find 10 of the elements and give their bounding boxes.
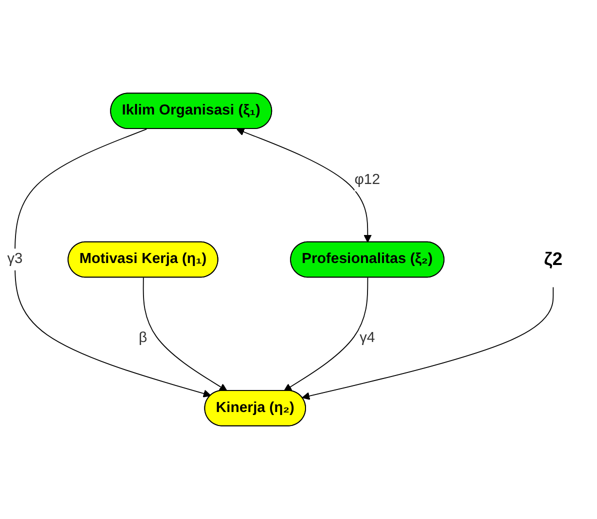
edge-label: γ3 [7, 251, 23, 267]
arrow [14, 128, 212, 398]
arrow [142, 277, 228, 392]
edge-label: γ4 [360, 330, 375, 346]
arrow [236, 128, 372, 243]
arrow [284, 277, 368, 392]
edge-label: β [138, 330, 148, 346]
node-text: ζ2 [544, 250, 562, 270]
edge-label: φ12 [354, 172, 380, 188]
arrow [302, 286, 554, 400]
